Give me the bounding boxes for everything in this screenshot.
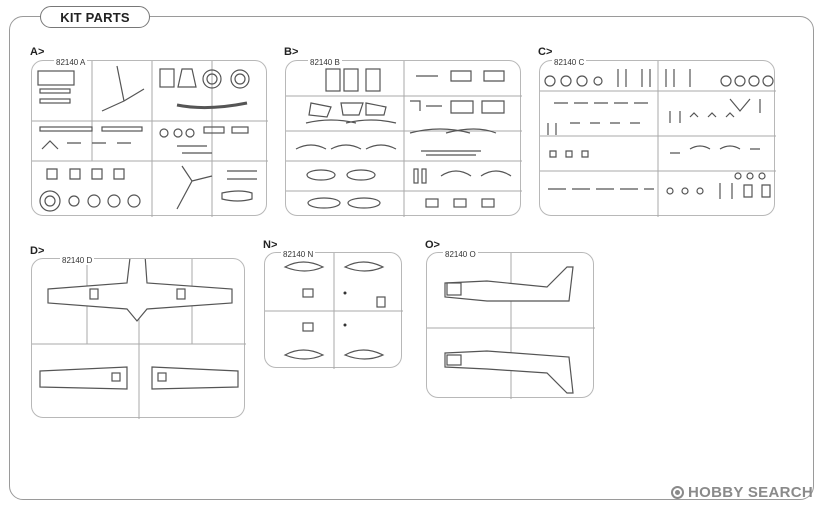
sprue-b-letter: B> <box>284 46 299 58</box>
sprue-o-code: 82140 O <box>443 250 478 259</box>
kit-parts-frame <box>9 16 814 500</box>
sprue-n-code: 82140 N <box>281 250 316 259</box>
hobbysearch-logo-icon <box>670 486 684 499</box>
sprue-b: 82140 B <box>285 58 522 217</box>
sprue-n-diagram <box>265 253 403 369</box>
sprue-n: 82140 N <box>264 250 403 369</box>
sprue-d-letter: D> <box>30 245 45 257</box>
sprue-a-diagram <box>32 61 268 217</box>
sprue-d: 82140 D <box>31 256 246 419</box>
watermark-text: HOBBY SEARCH <box>687 484 813 501</box>
sprue-a-code: 82140 A <box>54 58 88 67</box>
sprue-a-letter: A> <box>30 46 45 58</box>
sprue-b-code: 82140 B <box>308 58 342 67</box>
sprue-c-diagram <box>540 61 776 217</box>
sprue-o: 82140 O <box>426 250 595 399</box>
sprue-o-letter: O> <box>425 239 440 251</box>
page-title: KIT PARTS <box>40 6 150 28</box>
sprue-c-code: 82140 C <box>552 58 587 67</box>
sprue-b-diagram <box>286 61 522 217</box>
hobbysearch-watermark: HOBBY SEARCH <box>670 484 813 501</box>
sprue-d-code: 82140 D <box>60 256 95 265</box>
sprue-d-diagram <box>32 259 246 419</box>
sprue-c-letter: C> <box>538 46 553 58</box>
sprue-c: 82140 C <box>539 58 776 217</box>
sprue-n-letter: N> <box>263 239 278 251</box>
sprue-o-diagram <box>427 253 595 399</box>
sprue-a: 82140 A <box>31 58 268 217</box>
